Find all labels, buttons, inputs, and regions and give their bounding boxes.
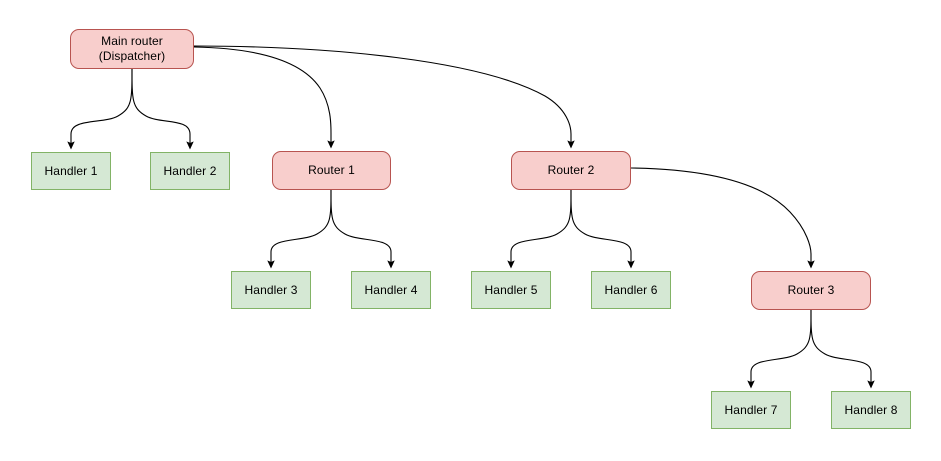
edge-router2-to-handler6: [570, 189, 635, 269]
node-router3[interactable]: Router 3: [751, 271, 871, 310]
edge-router1-to-handler4: [330, 189, 395, 269]
edge-main-to-router2: [193, 45, 575, 149]
node-label: Handler 8: [844, 402, 898, 417]
node-handler2[interactable]: Handler 2: [150, 152, 230, 190]
node-label: Router 1: [308, 163, 355, 177]
node-label: Router 2: [547, 163, 595, 177]
node-label: Handler 3: [244, 282, 298, 297]
edge-main-to-handler1: [67, 68, 133, 150]
node-label: Handler 7: [724, 402, 778, 417]
edge-router3-to-handler8: [810, 309, 875, 389]
node-handler6[interactable]: Handler 6: [591, 271, 671, 309]
node-label: Handler 6: [604, 282, 658, 297]
edge-main-to-router1: [193, 46, 335, 149]
node-label: Handler 1: [44, 163, 98, 178]
node-handler7[interactable]: Handler 7: [711, 391, 791, 429]
node-handler1[interactable]: Handler 1: [31, 152, 111, 190]
node-label: Handler 5: [484, 282, 538, 297]
edge-router3-to-handler7: [747, 309, 812, 389]
node-handler3[interactable]: Handler 3: [231, 271, 311, 309]
edge-group: [67, 45, 875, 389]
node-label: Main router (Dispatcher): [98, 34, 166, 63]
edge-main-to-handler2: [131, 68, 194, 150]
node-handler4[interactable]: Handler 4: [351, 271, 431, 309]
node-handler5[interactable]: Handler 5: [471, 271, 551, 309]
edge-router2-to-handler5: [507, 189, 572, 269]
node-router2[interactable]: Router 2: [511, 151, 631, 190]
node-main[interactable]: Main router (Dispatcher): [70, 29, 194, 69]
edge-router2-to-router3: [630, 167, 815, 269]
node-handler8[interactable]: Handler 8: [831, 391, 911, 429]
edge-router1-to-handler3: [267, 189, 332, 269]
node-label: Handler 2: [163, 163, 217, 178]
node-label: Router 3: [787, 283, 835, 297]
node-label: Handler 4: [364, 282, 418, 297]
node-router1[interactable]: Router 1: [272, 151, 391, 190]
